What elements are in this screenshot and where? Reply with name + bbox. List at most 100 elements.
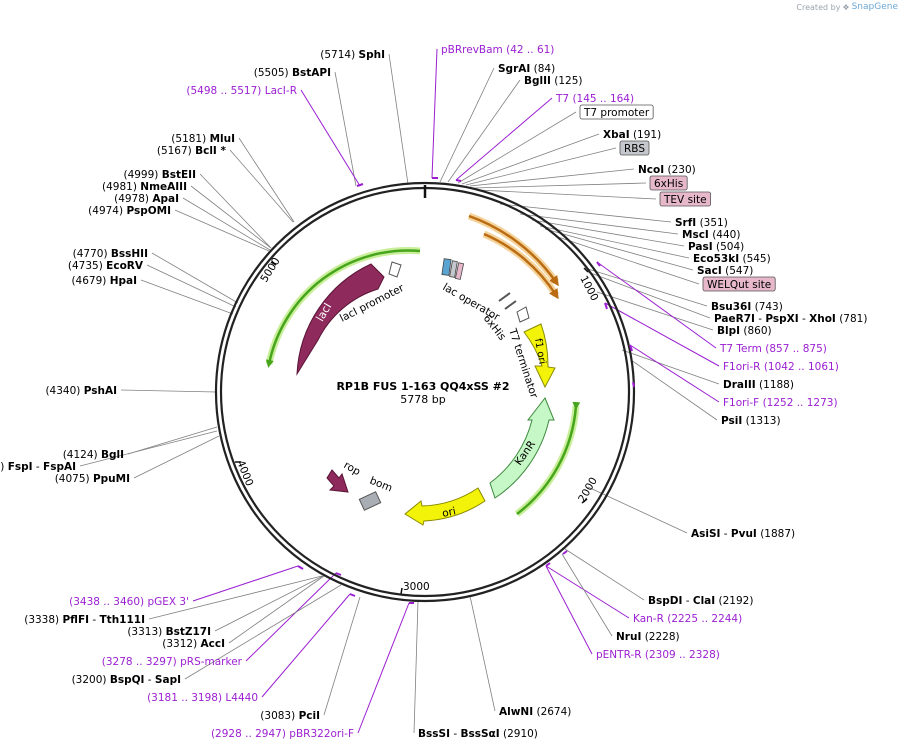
site-label: BglII (125) [524, 75, 583, 87]
site-name: ClaI [693, 595, 715, 607]
credit-brand: SnapGene [851, 2, 898, 12]
site-label: BlpI (860) [717, 325, 772, 337]
site-position: (3278 .. 3297) [102, 656, 177, 668]
site-label: (5505) BstAPI [254, 67, 331, 79]
site-name: EcoRV [106, 260, 144, 272]
site-position: (125) [554, 75, 582, 87]
site-name: BglII [524, 75, 551, 87]
site-label: (3338) PflFI - Tth111I [24, 614, 145, 626]
site-name: PciI [299, 710, 320, 722]
site-position: (504) [716, 241, 744, 253]
leader-line [199, 173, 272, 249]
site-name: PaeR7I [714, 313, 755, 325]
lacI-promoter-box [388, 261, 402, 278]
leader-line [151, 252, 239, 304]
site-label: (4735) EcoRV [68, 260, 144, 272]
leader-line [477, 189, 657, 200]
feature-box-label: WELQut site [702, 276, 776, 292]
separator: - [755, 313, 765, 325]
site-name: pRS-marker [180, 656, 243, 668]
site-position: (2309 .. 2328) [645, 649, 720, 661]
bom-box [358, 491, 382, 511]
leader-line [261, 593, 351, 698]
site-label: (3312) AccI [162, 638, 225, 650]
site-name: T7 [555, 93, 569, 105]
leader-line [554, 235, 700, 285]
site-label: XbaI (191) [603, 129, 661, 141]
leader-line [238, 137, 295, 223]
site-name: pGEX 3' [147, 596, 189, 608]
site-name: BclI * [195, 145, 226, 157]
leader-line [587, 486, 688, 534]
site-label: MscI (440) [682, 229, 740, 241]
site-name: BglI [101, 449, 124, 461]
site-position: (1188) [759, 379, 794, 391]
site-position: (743) [755, 301, 783, 313]
primer-label: T7 Term (857 .. 875) [719, 343, 827, 355]
primer-label: (3181 .. 3198) L4440 [147, 692, 258, 704]
site-position: (3338) [24, 614, 59, 626]
leader-line [621, 349, 720, 385]
separator: - [33, 461, 43, 473]
leader-lines [79, 48, 720, 734]
f1-ori-arrow [523, 323, 556, 389]
site-label: (4999) BstEII [123, 169, 196, 181]
feature-box-label: RBS [619, 140, 650, 156]
leader-line [431, 48, 438, 179]
feature-box-label: TEV site [659, 191, 711, 207]
feature-box [579, 104, 654, 120]
site-name: SapI [155, 674, 181, 686]
primer-label: Kan-R (2225 .. 2244) [633, 613, 742, 625]
primer-markers [297, 177, 635, 604]
leader-line [190, 185, 272, 249]
leader-line [604, 302, 720, 367]
site-label: (4340) PshAI [45, 385, 117, 397]
ori-arrow [404, 487, 486, 526]
site-name: PasI [688, 241, 713, 253]
leader-line [630, 359, 718, 421]
primer-label: F1ori-R (1042 .. 1061) [723, 361, 839, 373]
site-position: (4075) [55, 473, 90, 485]
site-label: (3200) BspQI - SapI [72, 674, 181, 686]
primer-label: (2928 .. 2947) pBR322ori-F [211, 728, 354, 740]
site-position: (860) [743, 325, 771, 337]
feature-name: RBS [624, 143, 645, 155]
leader-line [473, 182, 647, 189]
snapgene-logo-icon: ❖ [842, 2, 850, 12]
site-position: (545) [742, 253, 770, 265]
site-position: (3313) [127, 626, 162, 638]
site-name: BssSI [418, 728, 450, 740]
leader-line [469, 168, 635, 187]
site-position: (5505) [254, 67, 289, 79]
site-name: SrfI [675, 217, 696, 229]
rop-arrow [326, 469, 349, 493]
site-position: (1252 .. 1273) [763, 397, 838, 409]
site-name: SphI [359, 49, 385, 61]
site-position: (4981) [102, 181, 137, 193]
site-name: FspAI [43, 461, 76, 473]
site-name: PspOMI [126, 205, 171, 217]
site-position: (5714) [320, 49, 355, 61]
plasmid-name: RP1B FUS 1-163 QQ4xSS #2 [336, 380, 509, 393]
site-position: (1313) [746, 415, 781, 427]
leader-line [584, 267, 708, 307]
plasmid-backbone [214, 181, 636, 603]
site-name: BspDI [648, 595, 682, 607]
leader-line [461, 133, 600, 185]
leader-line [465, 147, 617, 186]
leader-line [133, 435, 220, 479]
leader-line [413, 600, 419, 734]
site-name: HpaI [110, 275, 137, 287]
site-label: (4981) NmeAIII [102, 181, 187, 193]
site-name: XbaI [603, 129, 630, 141]
site-name: F1ori-R [723, 361, 760, 373]
site-name: NmeAIII [140, 181, 187, 193]
leader-line [469, 595, 496, 712]
rop-label: rop [342, 459, 363, 478]
site-label: (4679) HpaI [71, 275, 137, 287]
feature-name: WELQut site [707, 279, 771, 291]
bom-label: bom [368, 475, 394, 495]
leader-line [531, 219, 685, 247]
feature-name: 6xHis [654, 178, 683, 190]
site-name: BssSαI [460, 728, 499, 740]
